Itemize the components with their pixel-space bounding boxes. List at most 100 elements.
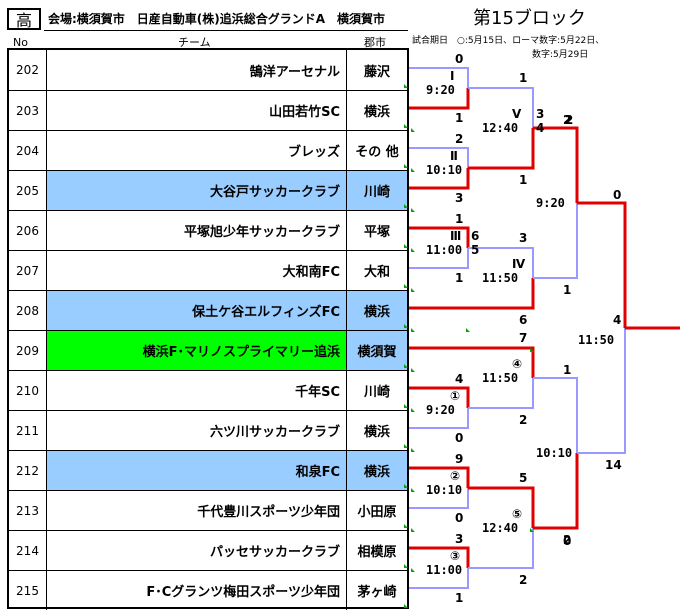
- match-time-label: 10:10: [426, 483, 463, 497]
- match-time-label: 9:20: [426, 403, 455, 417]
- team-name: 鵠洋アーセナル: [47, 50, 347, 90]
- marker-icon: [411, 528, 415, 532]
- bracket-line: [409, 546, 470, 568]
- marker-icon: [411, 368, 415, 372]
- team-number: 211: [9, 411, 47, 450]
- team-name: 山田若竹SC: [47, 91, 347, 130]
- row-marker-icon: [404, 484, 408, 488]
- score-label: 2: [519, 413, 528, 427]
- team-city: 相模原: [357, 545, 397, 560]
- team-number: 208: [9, 291, 47, 330]
- marker-icon: [530, 348, 534, 352]
- team-name: 平塚旭少年サッカークラブ: [47, 211, 347, 250]
- team-number: 204: [9, 131, 47, 170]
- bracket-line: [409, 248, 469, 269]
- team-number: 207: [9, 251, 47, 290]
- row-marker-icon: [404, 604, 408, 608]
- bracket-line: [409, 408, 469, 429]
- score-label: 3: [455, 191, 464, 205]
- team-name: 大谷戸サッカークラブ: [47, 171, 347, 210]
- row-marker-icon: [404, 444, 408, 448]
- match-time-label: 11:00: [426, 563, 463, 577]
- block-title: 第15ブロック: [473, 8, 586, 29]
- bracket-line: [533, 126, 579, 203]
- row-marker-icon: [404, 564, 408, 568]
- team-number: 205: [9, 171, 47, 210]
- row-marker-icon: [404, 164, 408, 168]
- score-label: 4: [455, 372, 464, 386]
- team-city: 横浜: [347, 451, 407, 490]
- legend-line-2: 数字:5月29日: [532, 50, 589, 60]
- bracket-line: [409, 88, 470, 110]
- team-name: パッセサッカークラブ: [47, 531, 347, 570]
- match-id-label: ②: [450, 469, 461, 483]
- category-label: 高: [15, 11, 32, 30]
- venue-underline: [44, 30, 408, 31]
- bracket-line: [409, 67, 469, 88]
- marker-icon: [411, 408, 415, 412]
- row-marker-icon: [404, 204, 408, 208]
- score-label: 5: [519, 471, 528, 485]
- score-label: 0: [563, 534, 572, 548]
- team-name: 大和南FC: [47, 251, 347, 290]
- pk-label: 5: [471, 243, 480, 257]
- score-label: 4: [613, 313, 622, 327]
- bracket-line: [533, 453, 579, 530]
- score-label: 1: [563, 363, 572, 377]
- column-header-no: No: [13, 36, 28, 49]
- match-time-label: 11:50: [578, 333, 615, 347]
- venue-text: 会場:横須賀市 日産自動車(株)追浜総合グランドA 横須賀市: [48, 12, 386, 26]
- team-city: 平塚: [363, 225, 390, 240]
- match-time-label: 11:00: [426, 243, 463, 257]
- score-label: 9: [455, 452, 464, 466]
- bracket-line: [409, 568, 469, 589]
- score-label: 6: [519, 313, 528, 327]
- team-number: 206: [9, 211, 47, 250]
- match-id-label: ①: [450, 389, 461, 403]
- bracket-line: [533, 377, 578, 453]
- category-badge: 高: [7, 8, 41, 30]
- bracket-line: [577, 201, 627, 328]
- match-id-label: ⑤: [512, 507, 523, 521]
- score-label: 1: [519, 173, 528, 187]
- score-label: 14: [605, 458, 622, 472]
- team-city: 横須賀: [347, 331, 407, 370]
- marker-icon: [411, 448, 415, 452]
- team-name: 六ツ川サッカークラブ: [47, 411, 347, 450]
- marker-icon: [411, 168, 415, 172]
- bracket-line: [468, 247, 534, 278]
- score-label: 0: [455, 52, 464, 66]
- team-city: 藤沢: [363, 64, 390, 80]
- team-city: 大和: [363, 265, 390, 280]
- bracket-line: [468, 87, 534, 128]
- team-name: 保土ケ谷エルフィンズFC: [47, 291, 347, 330]
- bracket-line: [409, 488, 469, 509]
- score-label: 2: [565, 113, 574, 127]
- team-number: 212: [9, 451, 47, 490]
- team-name: ブレッズ: [47, 131, 347, 170]
- match-time-label: 10:10: [426, 163, 463, 177]
- match-id-label: ③: [450, 549, 461, 563]
- marker-icon: [411, 248, 415, 252]
- bracket-line: [468, 486, 535, 528]
- score-label: 0: [455, 431, 464, 445]
- score-label: 1: [455, 111, 464, 125]
- match-id-label: Ⅳ: [512, 257, 526, 271]
- score-label: 2: [563, 533, 572, 547]
- row-marker-icon: [404, 524, 408, 528]
- match-time-label: 12:40: [482, 521, 519, 535]
- score-label: 2: [455, 132, 464, 146]
- row-marker-icon: [404, 364, 408, 368]
- marker-icon: [466, 328, 470, 332]
- team-number: 203: [9, 91, 47, 130]
